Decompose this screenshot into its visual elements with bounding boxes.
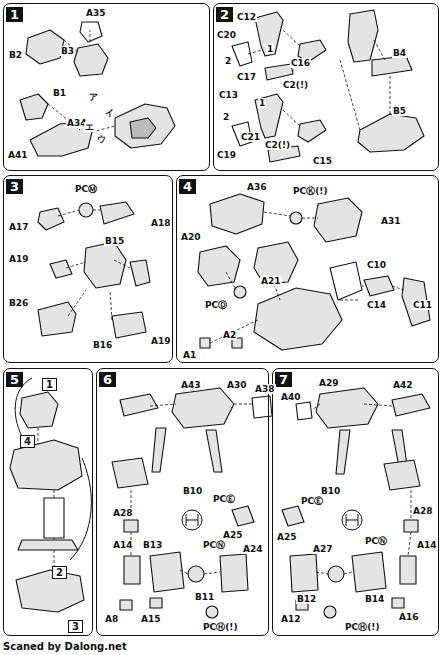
part-label: A21	[260, 276, 282, 286]
part-label: A30	[226, 380, 248, 390]
part-label: A42	[392, 380, 414, 390]
part-label: C12	[236, 12, 257, 22]
part-label: C11	[412, 300, 433, 310]
part-label: C14	[366, 300, 387, 310]
part-label: C17	[236, 72, 257, 82]
step-panel: 4	[176, 175, 439, 363]
part-label: 1	[266, 44, 274, 54]
step-panel: 6	[96, 368, 269, 636]
part-label: B4	[392, 48, 407, 58]
part-label: B10	[320, 486, 341, 496]
part-label: A24	[242, 544, 264, 554]
step-panel: 5	[3, 368, 93, 636]
part-label: PCⓃ	[364, 536, 388, 546]
step-number: 6	[99, 372, 116, 387]
part-label: A2	[222, 330, 237, 340]
step-reference: 4	[20, 435, 35, 448]
part-label: B3	[60, 46, 75, 56]
part-label: A15	[140, 614, 162, 624]
part-label: 2	[222, 112, 230, 122]
step-reference: 1	[42, 378, 57, 391]
step-reference: 2	[52, 566, 67, 579]
part-label: A14	[112, 540, 134, 550]
part-label: B12	[296, 594, 317, 604]
part-label: PCⒽ(!)	[202, 622, 239, 632]
part-label: B1	[52, 88, 67, 98]
part-label: C21	[240, 132, 261, 142]
part-label: B26	[8, 298, 29, 308]
part-label: A1	[182, 350, 197, 360]
part-label: A31	[380, 216, 402, 226]
step-number: 2	[216, 7, 233, 22]
part-label: 2	[224, 56, 232, 66]
part-label: PCⓂ	[74, 184, 98, 194]
step-panel: 3	[3, 175, 173, 363]
part-label: B2	[8, 50, 23, 60]
part-label: イ	[104, 108, 115, 118]
step-reference: 3	[68, 620, 83, 633]
part-label: B10	[182, 486, 203, 496]
part-label: A41	[7, 150, 29, 160]
part-label: B14	[364, 594, 385, 604]
part-label: C2(!)	[264, 140, 291, 150]
part-label: ア	[88, 92, 99, 102]
part-label: C16	[290, 58, 311, 68]
part-label: B15	[104, 236, 125, 246]
part-label: PCⒽ(!)	[344, 622, 381, 632]
part-label: PCⒺ	[300, 496, 324, 506]
part-label: C10	[366, 260, 387, 270]
part-label: A12	[280, 614, 302, 624]
step-number: 7	[275, 372, 292, 387]
step-number: 1	[6, 7, 23, 22]
part-label: A29	[318, 378, 340, 388]
part-label: A20	[180, 232, 202, 242]
part-label: A35	[85, 8, 107, 18]
part-label: A27	[312, 544, 334, 554]
part-label: A38	[254, 384, 276, 394]
part-label: A36	[246, 182, 268, 192]
part-label: A8	[104, 614, 119, 624]
part-label: C20	[216, 30, 237, 40]
part-label: C19	[216, 150, 237, 160]
part-label: C2(!)	[282, 80, 309, 90]
part-label: A18	[150, 218, 172, 228]
part-label: A28	[412, 506, 434, 516]
part-label: ウ	[96, 134, 107, 144]
part-label: A14	[416, 540, 438, 550]
step-panel: 2	[213, 3, 439, 171]
part-label: A28	[112, 508, 134, 518]
part-label: 1	[258, 98, 266, 108]
part-label: C13	[218, 90, 239, 100]
part-label: B13	[142, 540, 163, 550]
part-label: A25	[222, 530, 244, 540]
part-label: PCⓀ(!)	[292, 186, 329, 196]
part-label: PCⒹ	[204, 300, 228, 310]
part-label: B16	[92, 340, 113, 350]
part-label: B11	[194, 592, 215, 602]
step-panel: 1	[3, 3, 210, 171]
watermark: Scaned by Dalong.net	[2, 641, 128, 653]
part-label: A43	[180, 380, 202, 390]
step-number: 5	[6, 372, 23, 387]
part-label: A19	[150, 336, 172, 346]
part-label: A25	[276, 532, 298, 542]
part-label: PCⒺ	[212, 494, 236, 504]
part-label: A40	[280, 392, 302, 402]
part-label: A16	[398, 612, 420, 622]
step-number: 3	[6, 179, 23, 194]
part-label: B5	[392, 106, 407, 116]
part-label: PCⓃ	[202, 540, 226, 550]
part-label: A19	[8, 254, 30, 264]
step-number: 4	[179, 179, 196, 194]
part-label: C15	[312, 156, 333, 166]
part-label: エ	[84, 122, 95, 132]
part-label: A17	[8, 222, 30, 232]
